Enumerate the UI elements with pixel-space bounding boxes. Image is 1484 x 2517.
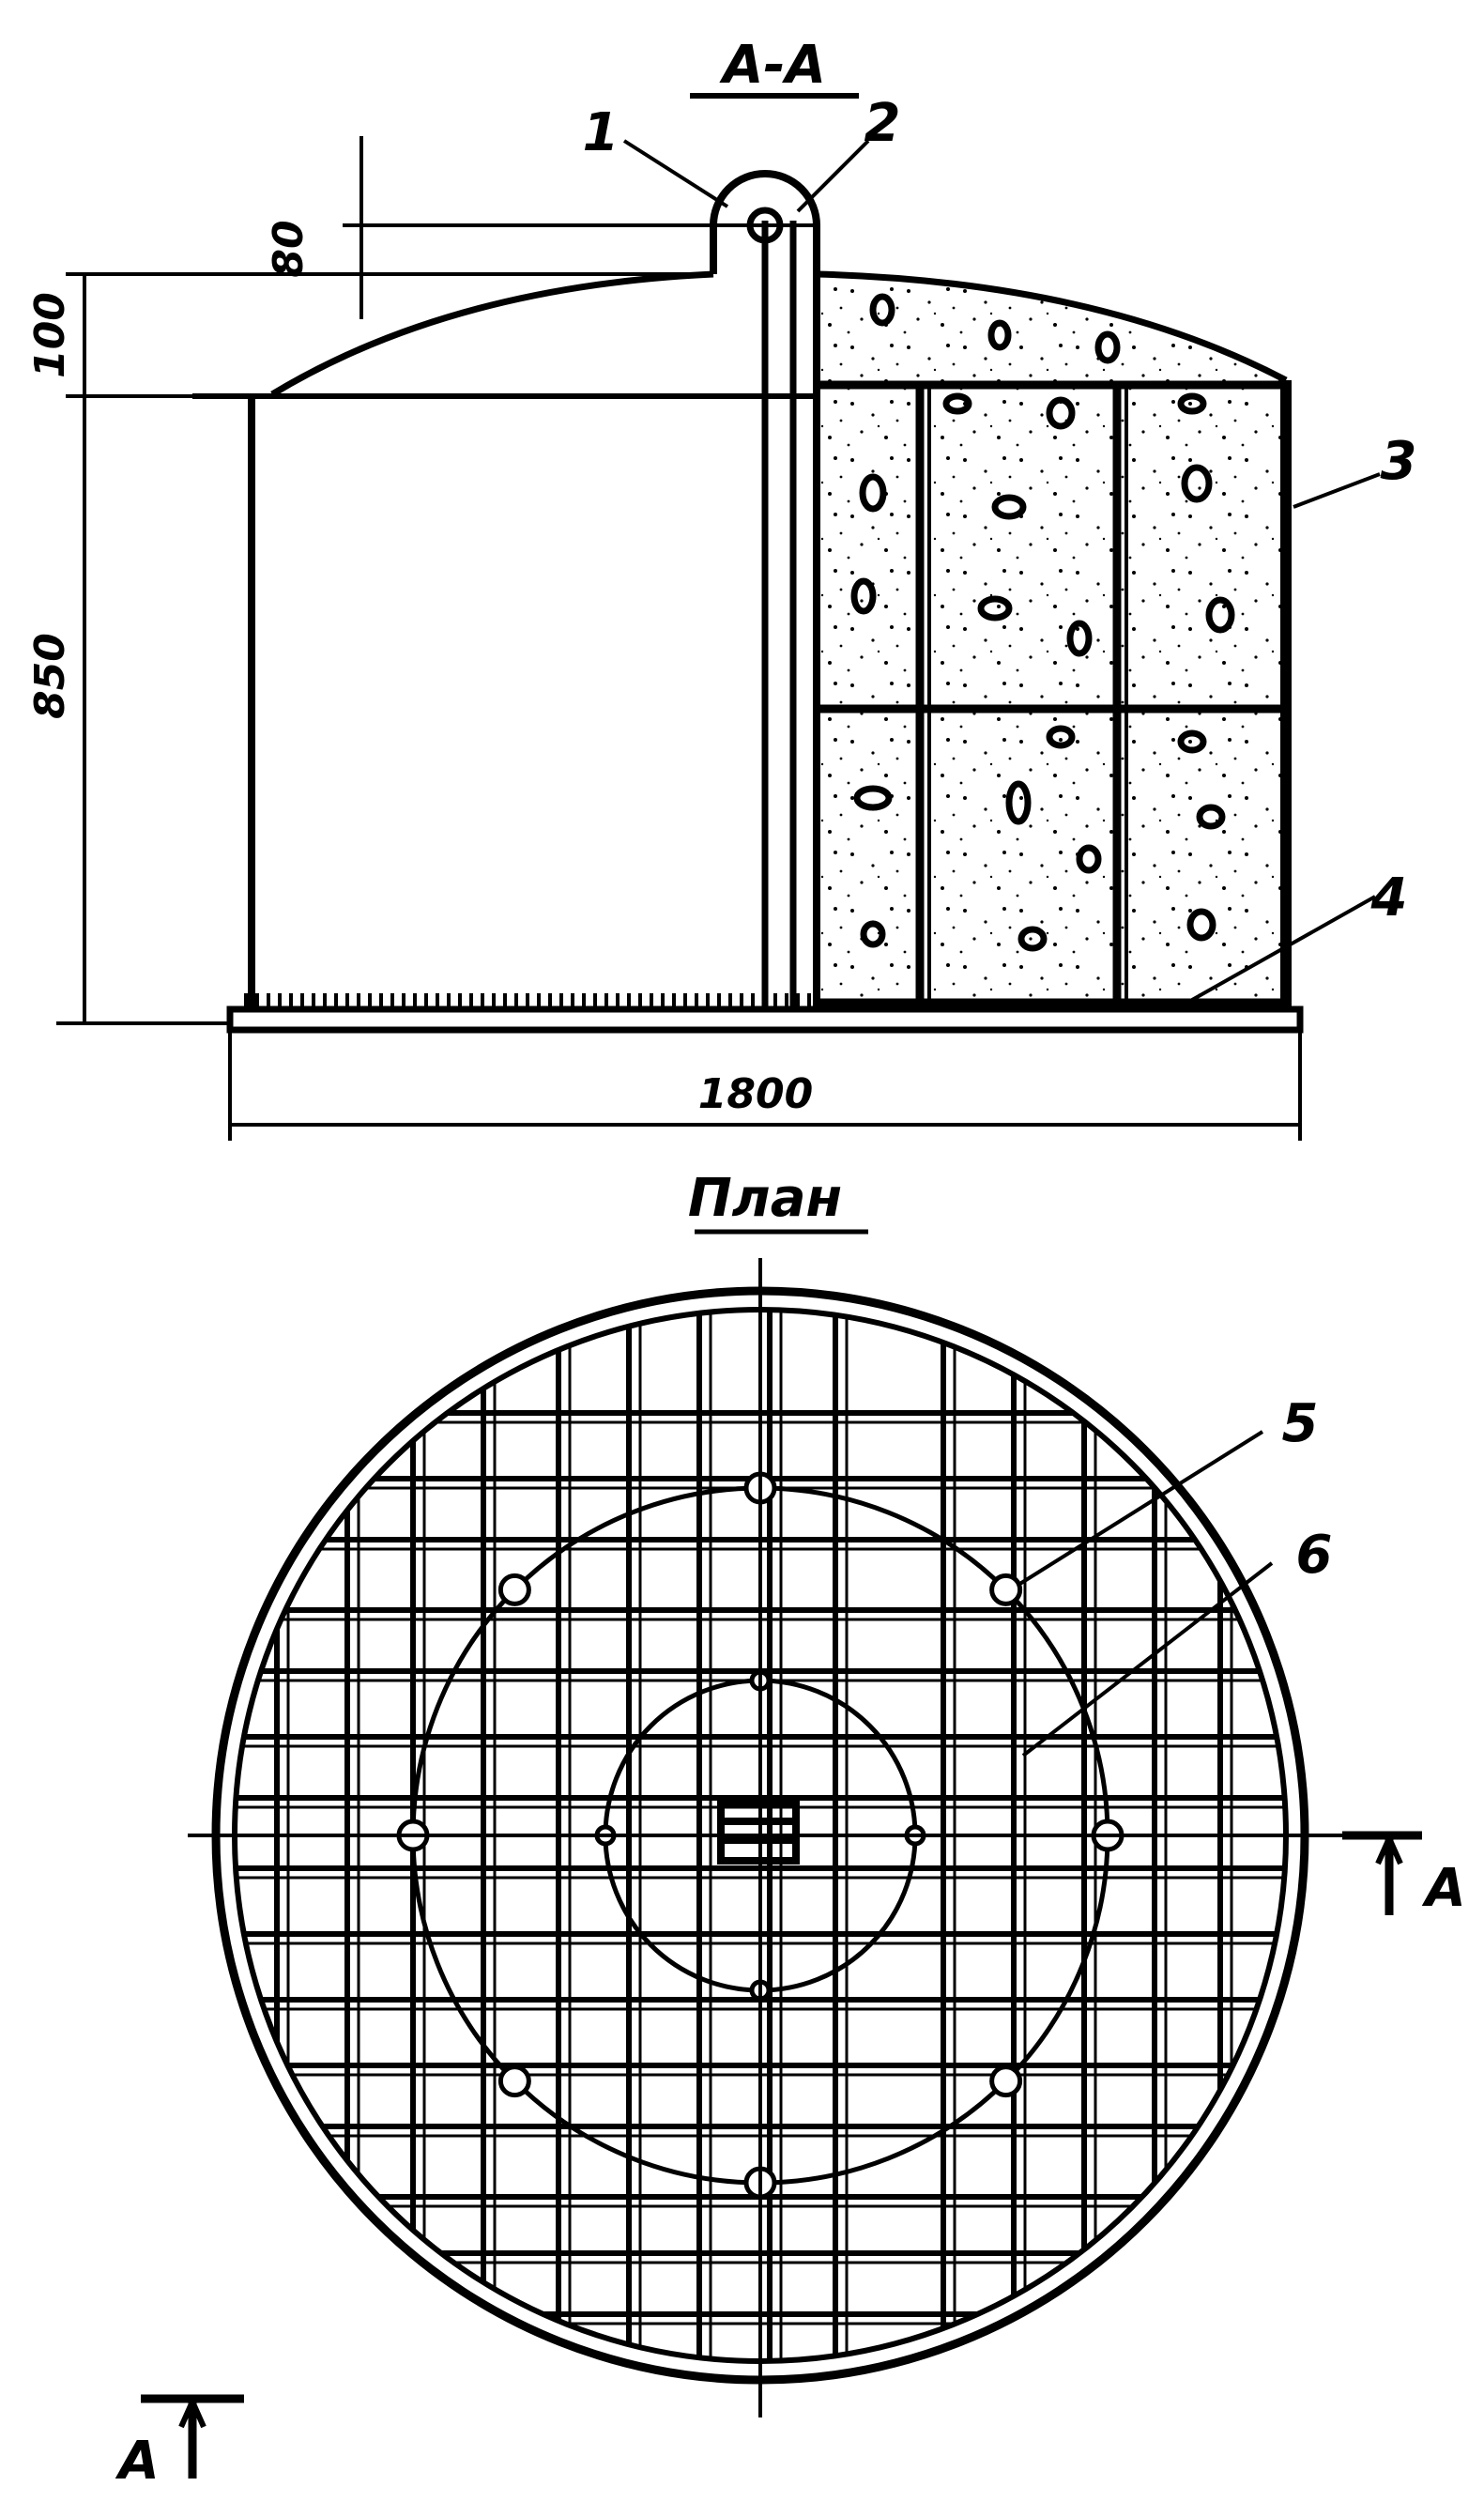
section-mark-right-label: А [1421, 1858, 1465, 1919]
bolt-hole [989, 1573, 1023, 1606]
plan-view: План 5 6 А [115, 1168, 1465, 2492]
plan-title: План [688, 1168, 842, 1229]
dim-riser-height: 80 [265, 220, 313, 277]
bolt-hole [497, 2064, 531, 2098]
section-mark-left [141, 2394, 244, 2479]
leader-lines-section [622, 139, 1381, 1002]
callout-4: 4 [1370, 867, 1408, 929]
leader-lines-plan [1017, 1430, 1274, 1757]
callout-1: 1 [583, 102, 620, 163]
base-slab [226, 1005, 1304, 1034]
bolt-hole [989, 2064, 1023, 2098]
callout-2: 2 [864, 93, 901, 154]
center-axes [188, 1258, 1342, 2417]
ground-hatching [244, 993, 811, 1009]
dim-dome-height: 100 [26, 292, 74, 378]
callout-3: 3 [1381, 431, 1417, 492]
callout-5: 5 [1282, 1393, 1319, 1454]
aggregate-stones [850, 293, 1235, 952]
dome-curve-left [270, 270, 714, 397]
vent-cap [710, 170, 820, 274]
section-view: А-А [26, 35, 1416, 1141]
callout-6: 6 [1296, 1525, 1333, 1586]
reinforcement-cage [817, 380, 1286, 1007]
dim-wall-height: 850 [26, 633, 74, 719]
dimension-lines [56, 136, 1302, 1141]
section-title: А-А [719, 35, 826, 96]
dim-diameter: 1800 [698, 1070, 813, 1118]
concrete-fill [817, 274, 1286, 1009]
dome-curve-right [816, 270, 1288, 384]
bolt-hole [497, 1573, 531, 1606]
section-mark-left-label: А [115, 2431, 159, 2492]
section-mark-right [1342, 1831, 1422, 1915]
